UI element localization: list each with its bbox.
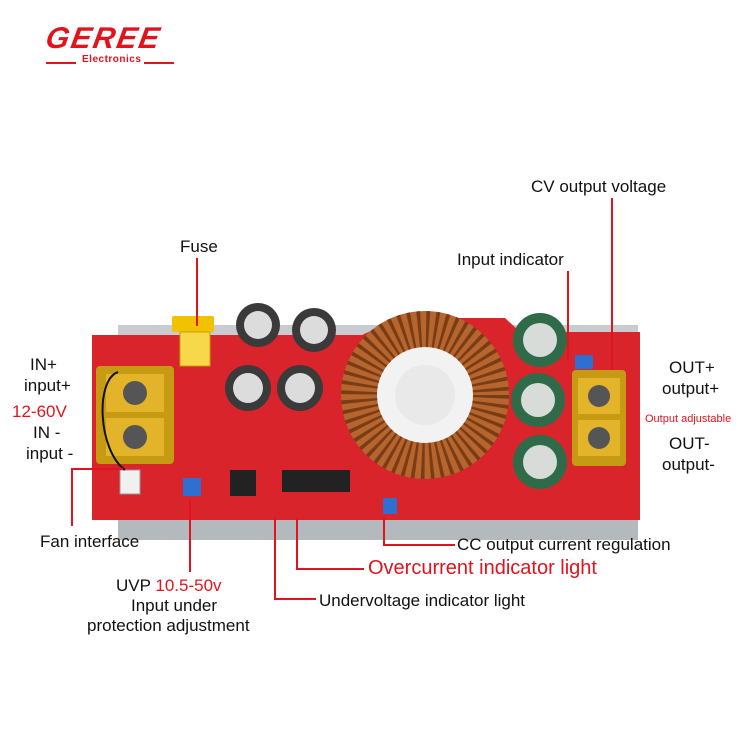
fan-leader-v [71,468,73,526]
label-in-plus: IN+ [30,355,57,374]
logo-rule-right [144,62,174,64]
cc-leader-h [383,544,455,546]
output-terminal [572,370,626,466]
label-out-plus: OUT+ [669,358,715,377]
label-input-under: Input under [131,596,218,615]
toroid-inductor [341,311,509,479]
label-fan-interface: Fan interface [40,532,140,551]
label-cv-output-voltage: CV output voltage [531,177,667,196]
label-uvp-range: 10.5-50v [155,576,222,595]
label-in-minus: IN - [33,423,61,442]
uvp-leader [189,500,191,572]
cc-leader-v [383,518,385,546]
fuse-body [179,331,211,367]
label-input-plus: input+ [24,376,71,395]
label-output-adjustable: Output adjustable [645,413,732,425]
input-indicator-leader [567,271,569,361]
label-fuse: Fuse [180,237,218,256]
mosfet-ic [230,470,256,496]
cv-leader [611,198,613,370]
fuse-top [172,316,214,332]
label-cc-regulation: CC output current regulation [457,535,671,554]
overcurrent-leader-v [296,518,298,570]
label-input-range: 12-60V [12,402,67,421]
brand-logo: GEREE Electronics [40,22,180,68]
logo-rule-left [46,62,76,64]
controller-ic [282,470,350,492]
fan-wire [101,371,126,471]
undervoltage-leader-h [274,598,316,600]
label-uvp: UVP 10.5-50v [116,576,222,596]
label-input-indicator: Input indicator [457,250,564,269]
cv-trimmer [575,355,593,369]
label-uvp-text: UVP [116,576,151,595]
overcurrent-leader-h [296,568,364,570]
uvp-trimmer [183,478,201,496]
output-capacitors [511,313,567,489]
fuse-leader [196,258,198,326]
input-terminal [96,366,174,464]
label-out-minus: OUT- [669,434,710,453]
fan-connector [119,469,141,495]
input-capacitors [225,303,336,411]
label-output-plus: output+ [662,379,720,398]
label-overcurrent-light: Overcurrent indicator light [368,557,597,579]
fan-leader-h [71,468,123,470]
label-output-minus: output- [662,455,715,474]
undervoltage-leader-v [274,518,276,600]
brand-subtitle: Electronics [82,54,142,65]
label-undervoltage-light: Undervoltage indicator light [319,591,526,610]
label-input-minus: input - [26,444,74,463]
cc-trimmer [383,498,397,514]
heatsink-edge [118,520,638,540]
label-protection-adjustment: protection adjustment [87,616,250,635]
